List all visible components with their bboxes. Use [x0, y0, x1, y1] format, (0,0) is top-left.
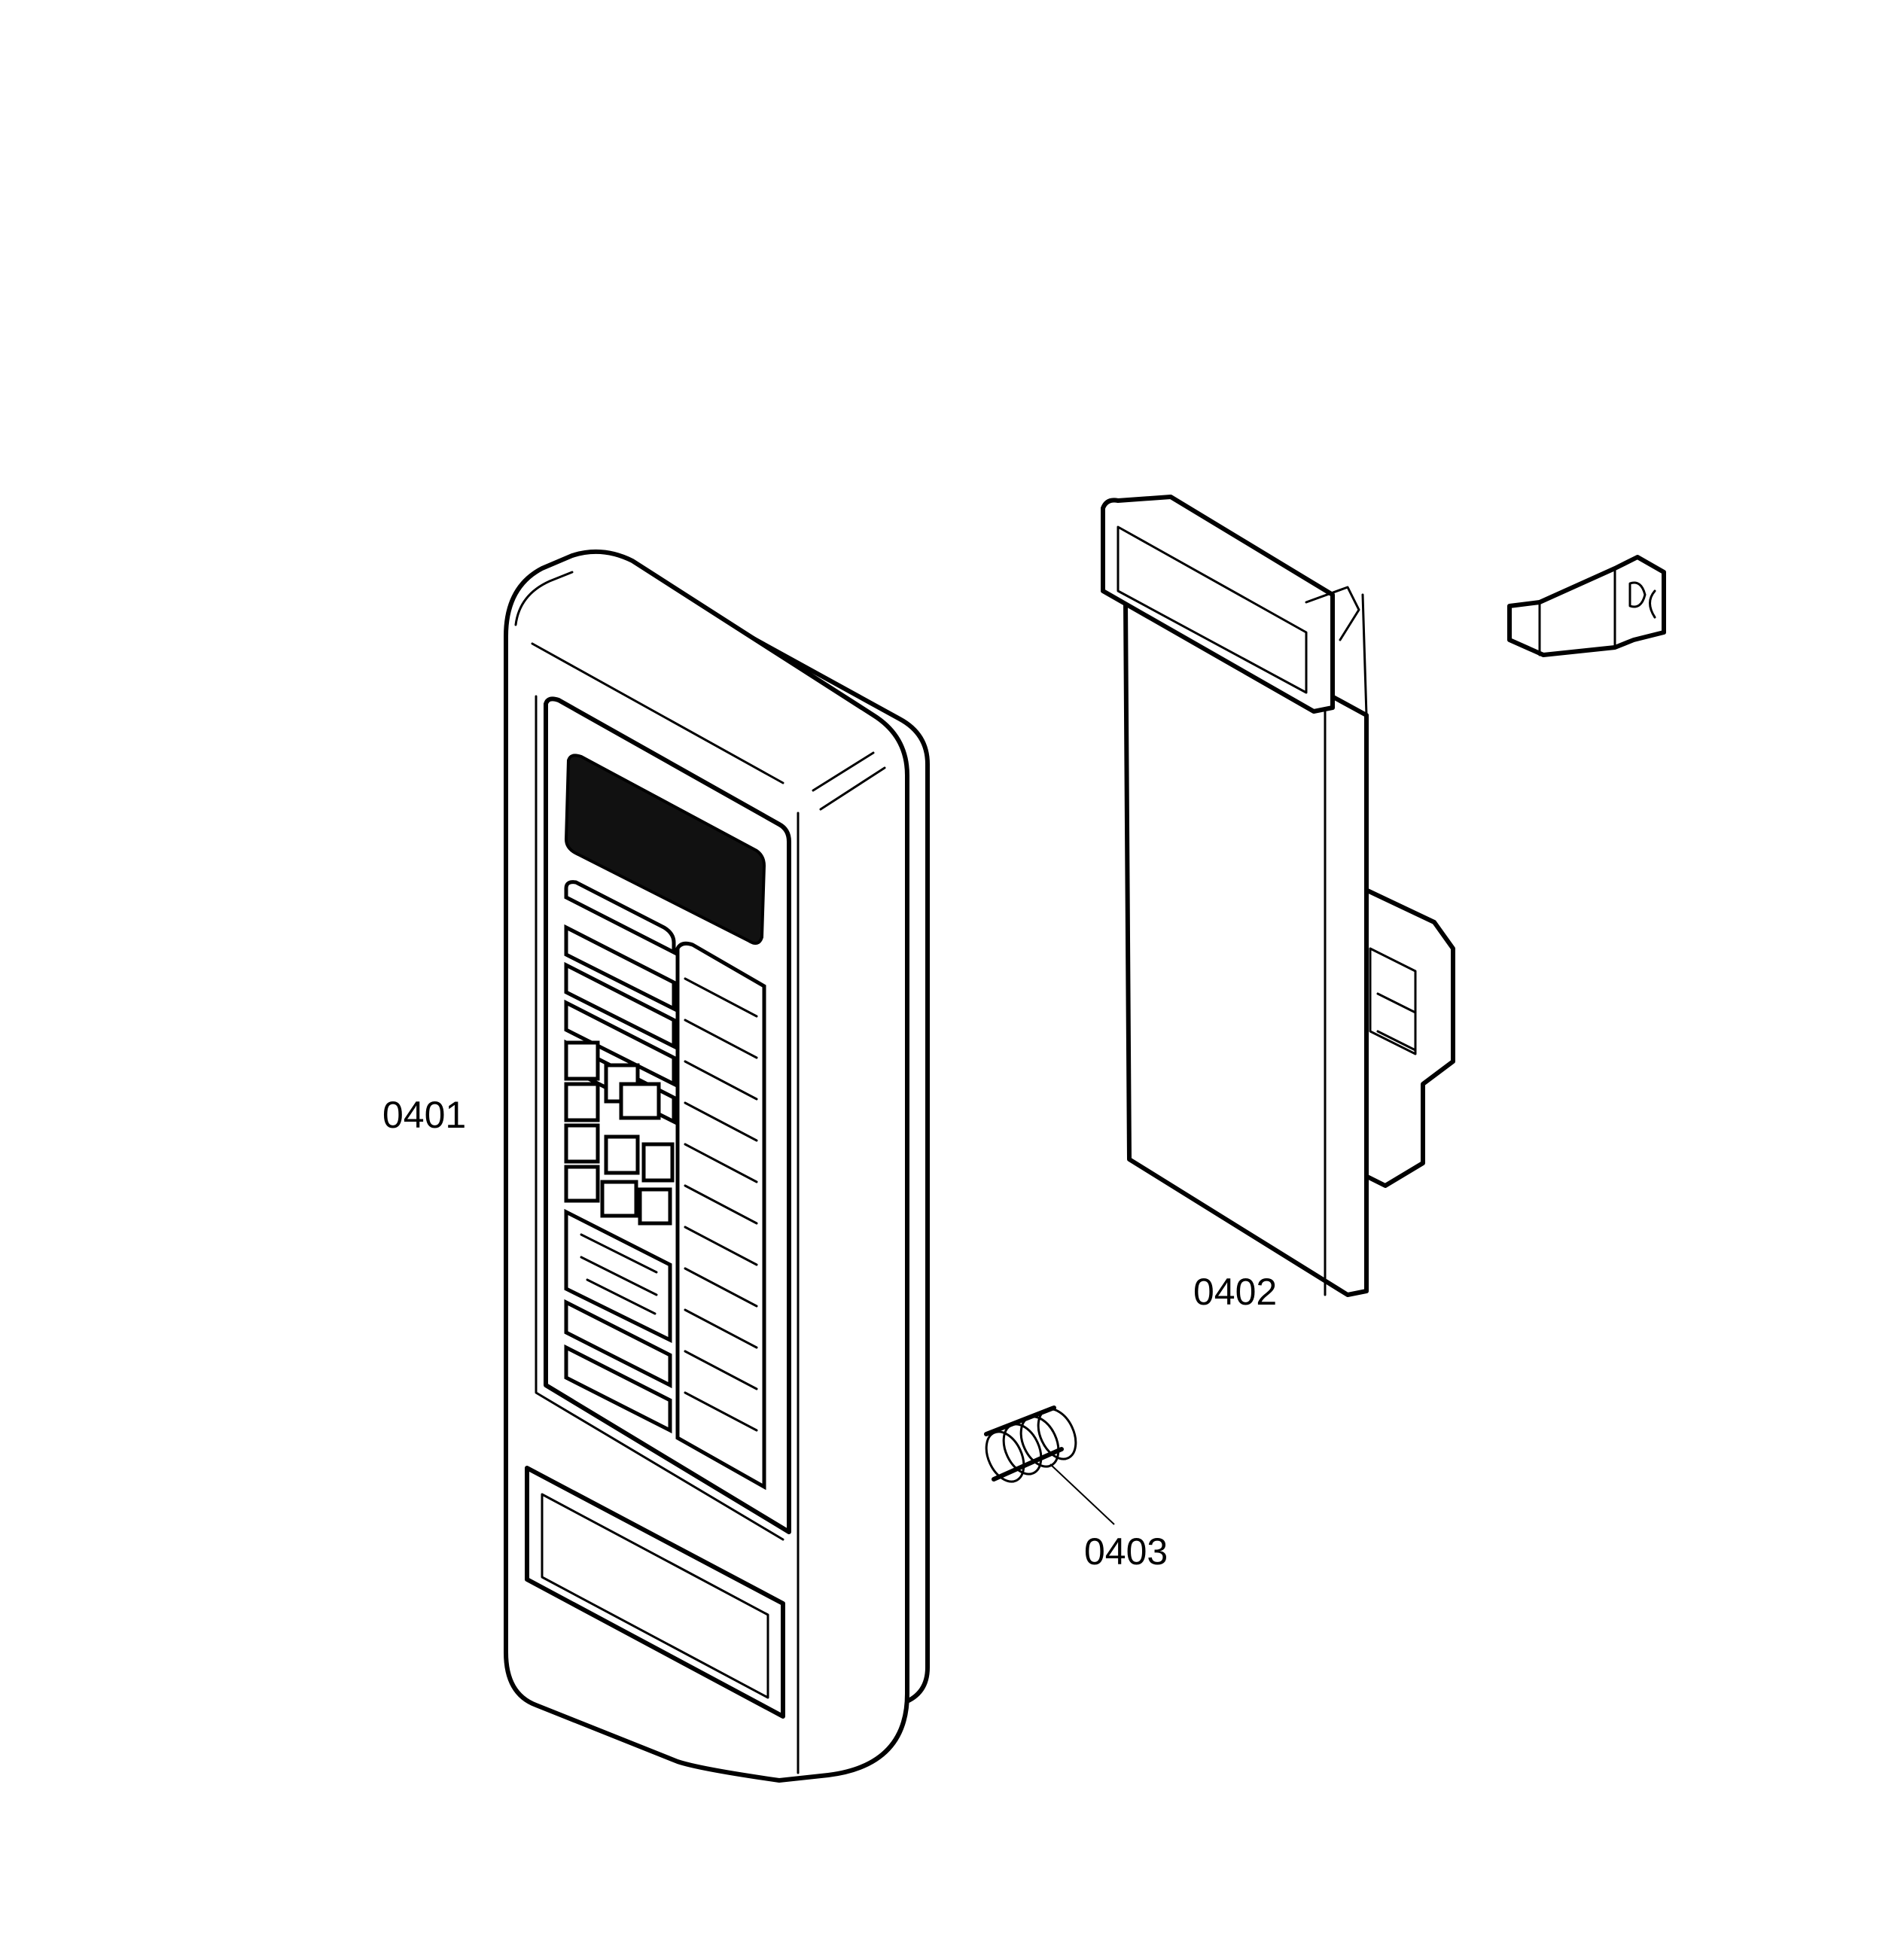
callout-0402: 0402	[1193, 1271, 1277, 1313]
callout-leader-0403	[1049, 1463, 1115, 1525]
spring[interactable]	[979, 1403, 1083, 1488]
callout-0403: 0403	[1084, 1530, 1168, 1573]
control-panel-frame[interactable]	[504, 549, 930, 1783]
control-pcb-assembly[interactable]	[1101, 495, 1455, 1297]
callout-0401: 0401	[382, 1094, 466, 1136]
right-keypad[interactable]	[675, 941, 766, 1491]
left-keypad[interactable]	[564, 880, 676, 1434]
mounting-bracket	[1507, 555, 1666, 657]
